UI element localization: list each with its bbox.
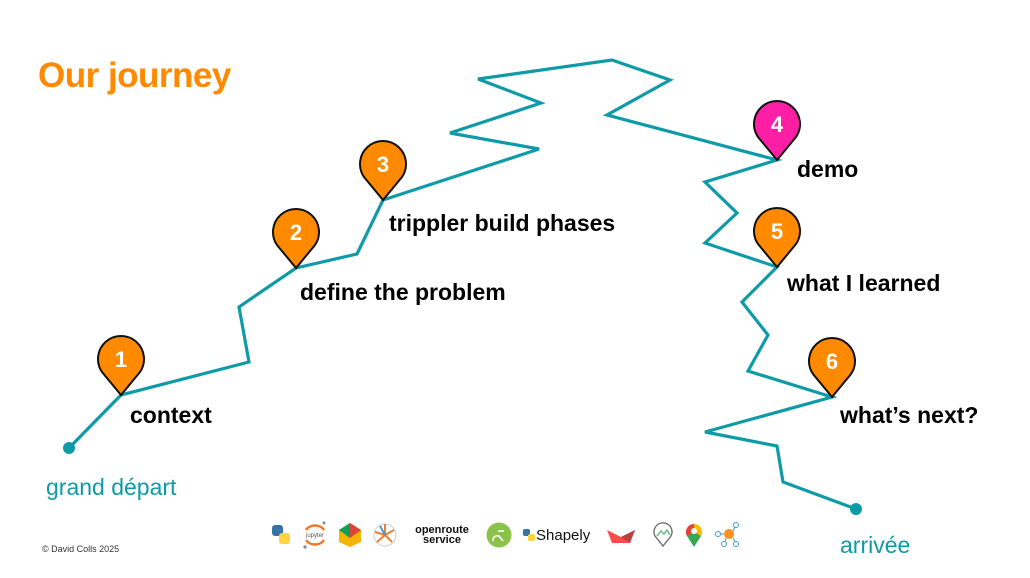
page-title: Our journey (38, 56, 231, 95)
map-pin-icon (272, 208, 320, 270)
step-pin-2: 2 (272, 208, 320, 270)
openroute-logo: openroute service (415, 524, 469, 546)
start-dot (63, 442, 75, 454)
python-logo-icon (270, 524, 292, 546)
streamlit-logo-icon (606, 525, 636, 545)
journey-path (67, 58, 857, 511)
step-pin-6: 6 (808, 337, 856, 399)
end-label: arrivée (840, 532, 911, 558)
logo-strip: jupyter openroute service Shapely (270, 520, 740, 550)
map-pin-icon (359, 140, 407, 202)
step-pin-4: 4 (753, 100, 801, 162)
step-label-2: define the problem (300, 279, 506, 305)
cycling-logo-icon (486, 522, 512, 548)
step-number: 2 (290, 220, 302, 245)
step-pin-1: 1 (97, 335, 145, 397)
step-number: 6 (826, 349, 838, 374)
step-label-3: trippler build phases (389, 210, 616, 236)
end-dot (850, 503, 862, 515)
jupyter-logo-icon: jupyter (302, 520, 328, 550)
map-pin-icon (753, 207, 801, 269)
svg-text:jupyter: jupyter (305, 533, 324, 539)
triangle-logo-icon (338, 522, 362, 548)
step-number: 4 (771, 112, 784, 137)
network-logo-icon (714, 522, 740, 548)
google-maps-logo-icon (684, 522, 704, 548)
map-pin-icon (753, 100, 801, 162)
step-label-5: what I learned (787, 270, 941, 296)
step-number: 3 (377, 152, 389, 177)
step-number: 5 (771, 219, 783, 244)
radial-chart-logo-icon (372, 522, 398, 548)
map-pin-icon (97, 335, 145, 397)
step-pin-3: 3 (359, 140, 407, 202)
step-pin-5: 5 (753, 207, 801, 269)
map-pin-icon (808, 337, 856, 399)
shapely-logo: Shapely (522, 527, 590, 544)
step-label-6: what’s next? (840, 402, 979, 428)
step-label-4: demo (797, 156, 859, 182)
start-label: grand départ (46, 474, 177, 500)
step-number: 1 (115, 347, 127, 372)
step-label-1: context (130, 402, 212, 428)
mountain-logo-icon (652, 522, 674, 548)
copyright: © David Colls 2025 (42, 544, 120, 554)
